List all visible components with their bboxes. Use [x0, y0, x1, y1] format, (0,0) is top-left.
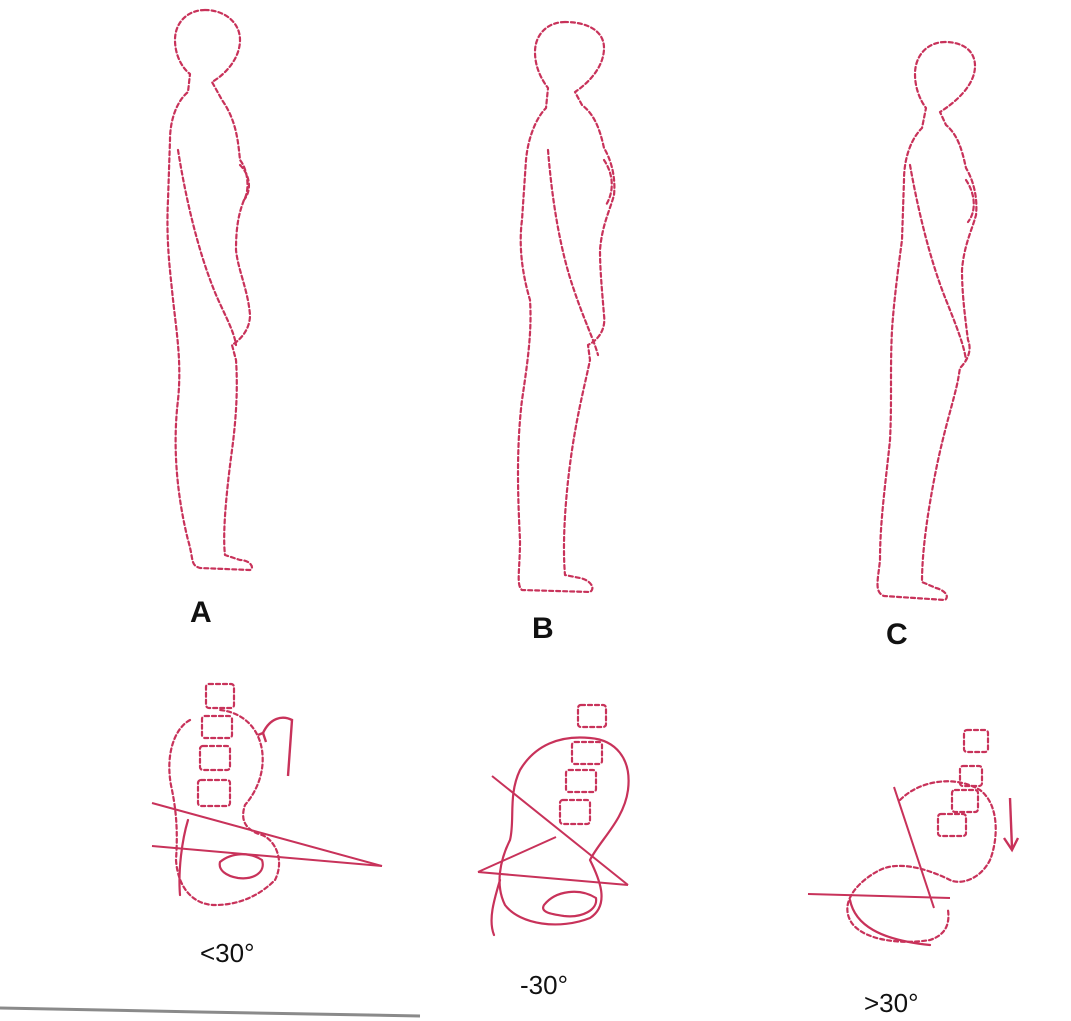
angle-label-b: -30° [520, 970, 568, 1001]
vertebra-a-2 [202, 716, 232, 738]
vertebra-b-1 [578, 705, 606, 727]
page-edge [0, 1008, 420, 1016]
figure-a-body [167, 10, 252, 570]
panel-label-a: A [190, 596, 212, 630]
rotation-arrow-c [1010, 798, 1012, 848]
pelvis-a [152, 684, 382, 905]
vertebra-c-4 [938, 814, 966, 836]
pelvis-b [478, 705, 629, 935]
panel-label-c: C [886, 618, 908, 652]
vertebra-c-3 [952, 790, 978, 812]
vertebra-b-3 [566, 770, 596, 792]
figure-c-body [878, 42, 977, 600]
vertebra-b-2 [572, 742, 602, 764]
vertebra-a-1 [206, 684, 234, 708]
panel-label-b: B [532, 612, 554, 646]
vertebra-c-1 [964, 730, 988, 752]
angle-label-c: >30° [864, 988, 919, 1019]
vertebra-c-2 [960, 766, 982, 786]
vertebra-a-4 [198, 780, 230, 806]
vertebra-b-4 [560, 800, 590, 824]
rotation-arrow-a [263, 718, 292, 776]
figure-b-body [518, 22, 614, 592]
angle-label-a: <30° [200, 938, 255, 969]
pelvis-c [808, 730, 1018, 945]
vertebra-a-3 [200, 746, 230, 770]
